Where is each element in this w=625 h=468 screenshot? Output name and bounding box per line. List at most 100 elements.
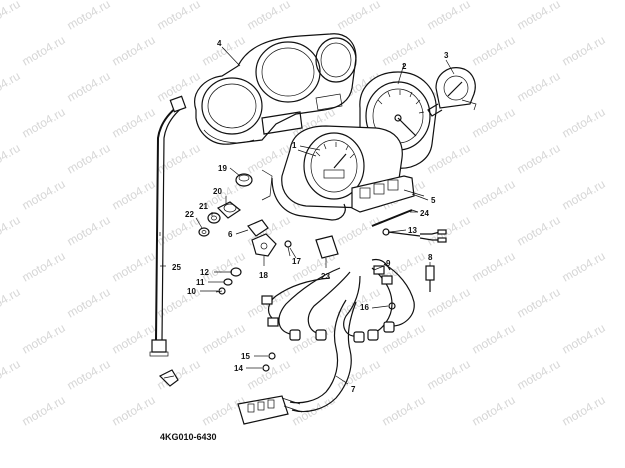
part-18-bracket bbox=[251, 233, 277, 257]
watermark-text: moto4.ru bbox=[245, 357, 293, 393]
watermark-text: moto4.ru bbox=[65, 141, 113, 177]
watermark-text: moto4.ru bbox=[470, 393, 518, 429]
callout-16: 16 bbox=[360, 303, 369, 312]
front-arrow-icon bbox=[158, 369, 179, 387]
callout-1: 1 bbox=[292, 141, 297, 150]
watermark-text: moto4.ru bbox=[0, 357, 23, 393]
part-13-connector bbox=[382, 228, 447, 243]
watermark-text: moto4.ru bbox=[155, 141, 203, 177]
watermark-text: moto4.ru bbox=[470, 105, 518, 141]
watermark-text: moto4.ru bbox=[65, 357, 113, 393]
watermark-text: moto4.ru bbox=[515, 213, 563, 249]
part-15-clamp bbox=[268, 352, 276, 360]
callout-22: 22 bbox=[185, 210, 194, 219]
watermark-text: moto4.ru bbox=[425, 285, 473, 321]
callout-15: 15 bbox=[241, 352, 250, 361]
part-17-screw bbox=[284, 240, 292, 257]
leader-lines bbox=[160, 149, 431, 385]
callout-8: 8 bbox=[428, 253, 433, 262]
callout-9: 9 bbox=[386, 259, 391, 268]
watermark-text: moto4.ru bbox=[425, 0, 473, 33]
watermark-text: moto4.ru bbox=[470, 33, 518, 69]
watermark-text: moto4.ru bbox=[200, 249, 248, 285]
watermark-text: moto4.ru bbox=[110, 177, 158, 213]
watermark-text: moto4.ru bbox=[335, 0, 383, 33]
part-16-screw bbox=[388, 302, 396, 310]
watermark-text: moto4.ru bbox=[0, 141, 23, 177]
watermark-text: moto4.ru bbox=[110, 249, 158, 285]
part-19-grommet bbox=[235, 173, 253, 187]
watermark-text: moto4.ru bbox=[515, 285, 563, 321]
watermark-text: moto4.ru bbox=[245, 0, 293, 33]
callout-19: 19 bbox=[218, 164, 227, 173]
watermark-text: moto4.ru bbox=[0, 213, 23, 249]
callout-17: 17 bbox=[292, 257, 301, 266]
callout-24: 24 bbox=[420, 209, 429, 218]
callout-10: 10 bbox=[187, 287, 196, 296]
part-23-clip bbox=[315, 235, 339, 259]
watermark-text: moto4.ru bbox=[560, 321, 608, 357]
part-24-bolt bbox=[371, 209, 419, 227]
watermark-text: moto4.ru bbox=[470, 249, 518, 285]
watermark-text: moto4.ru bbox=[155, 0, 203, 33]
watermark-text: moto4.ru bbox=[425, 213, 473, 249]
callout-14: 14 bbox=[234, 364, 243, 373]
watermark-text: moto4.ru bbox=[20, 105, 68, 141]
watermark-text: moto4.ru bbox=[0, 69, 23, 105]
watermark-text: moto4.ru bbox=[110, 105, 158, 141]
watermark-text: moto4.ru bbox=[110, 393, 158, 429]
callout-5: 5 bbox=[431, 196, 436, 205]
callout-2: 2 bbox=[402, 62, 407, 71]
watermark-text: moto4.ru bbox=[0, 0, 23, 33]
watermark-text: moto4.ru bbox=[20, 321, 68, 357]
callout-11: 11 bbox=[196, 278, 205, 287]
watermark-text: moto4.ru bbox=[560, 105, 608, 141]
callout-6: 6 bbox=[228, 230, 233, 239]
watermark-text: moto4.ru bbox=[65, 69, 113, 105]
callout-13: 13 bbox=[408, 226, 417, 235]
watermark-text: moto4.ru bbox=[335, 213, 383, 249]
watermark-text: moto4.ru bbox=[20, 177, 68, 213]
watermark-text: moto4.ru bbox=[65, 213, 113, 249]
meter-cover bbox=[194, 33, 357, 145]
callout-7: 7 bbox=[351, 385, 356, 394]
watermark-text: moto4.ru bbox=[110, 321, 158, 357]
callout-12: 12 bbox=[200, 268, 209, 277]
callout-labels: 4 2 3 1 19 20 21 22 6 5 24 13 17 18 23 2… bbox=[172, 39, 449, 394]
part-11-washer bbox=[223, 278, 233, 286]
speedometer-cable bbox=[149, 95, 187, 357]
watermark-text: moto4.ru bbox=[560, 177, 608, 213]
callout-25: 25 bbox=[172, 263, 181, 272]
watermark-text: moto4.ru bbox=[65, 285, 113, 321]
part-22-washer bbox=[198, 227, 210, 237]
part-8-socket bbox=[425, 265, 435, 292]
indicator-panel bbox=[351, 175, 425, 213]
watermark-text: moto4.ru bbox=[0, 285, 23, 321]
callout-21: 21 bbox=[199, 202, 208, 211]
watermark-text: moto4.ru bbox=[560, 393, 608, 429]
watermark-text: moto4.ru bbox=[515, 141, 563, 177]
part-14-screw bbox=[262, 364, 270, 372]
part-6-plate bbox=[247, 219, 269, 237]
watermark-text: moto4.ru bbox=[335, 357, 383, 393]
watermark-text: moto4.ru bbox=[20, 393, 68, 429]
watermark-text: moto4.ru bbox=[155, 213, 203, 249]
watermark-text: moto4.ru bbox=[515, 69, 563, 105]
watermark-text: moto4.ru bbox=[560, 249, 608, 285]
part-21-washer bbox=[207, 212, 221, 224]
part-10-screw bbox=[215, 287, 226, 295]
fuel-gauge-unit bbox=[427, 59, 477, 117]
watermark-text: moto4.ru bbox=[20, 249, 68, 285]
watermark-text: moto4.ru bbox=[65, 0, 113, 33]
watermark-text: moto4.ru bbox=[425, 357, 473, 393]
watermark-text: moto4.ru bbox=[380, 393, 428, 429]
diagram-code: 4KG010-6430 bbox=[160, 432, 217, 442]
callout-3: 3 bbox=[444, 51, 449, 60]
callout-23: 23 bbox=[321, 272, 330, 281]
watermark-text: moto4.ru bbox=[470, 177, 518, 213]
part-12-collar bbox=[230, 267, 242, 277]
wire-harness bbox=[237, 258, 415, 425]
watermark-text: moto4.ru bbox=[110, 33, 158, 69]
